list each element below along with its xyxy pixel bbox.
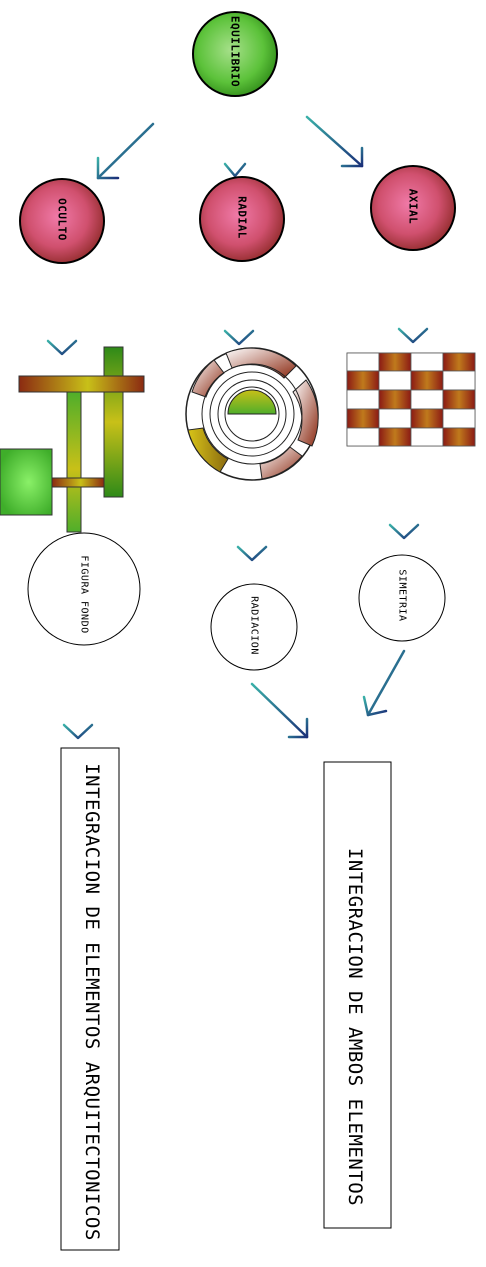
- label-figura-fondo: FIGURA FONDO: [78, 555, 90, 634]
- ring-segment-bottomright-brown: [259, 446, 303, 480]
- node-radiacion: [210, 583, 298, 671]
- figure-green-square: [0, 448, 53, 516]
- figure-horizontal-bar-bottom: [51, 477, 105, 488]
- arrow-radiation-figure-to-radiacion: [236, 484, 268, 562]
- figure-figura-fondo: [0, 346, 145, 533]
- node-equilibrio: [192, 11, 278, 97]
- node-axial: [370, 165, 456, 251]
- label-integracion-ambos: INTEGRACION DE AMBOS ELEMENTOS: [344, 847, 366, 1207]
- node-figura-fondo: [27, 532, 141, 646]
- node-oculto: [19, 178, 105, 264]
- label-axial: AXIAL: [406, 188, 420, 225]
- label-equilibrio: EQUILIBRIO: [228, 15, 242, 88]
- arrow-axial-to-figure: [397, 264, 429, 344]
- box-integracion-arquitectonicos: [60, 747, 120, 1251]
- arrow-figura-fondo-to-box: [62, 663, 94, 740]
- label-oculto: OCULTO: [55, 198, 69, 241]
- figure-vertical-bar-right: [103, 346, 124, 498]
- label-integracion-arquitectonicos: INTEGRACION DE ELEMENTOS ARQUITECTONICOS: [81, 763, 103, 1241]
- arrow-equilibrio-to-radial: [223, 96, 247, 178]
- label-radiacion: RADIACION: [248, 596, 260, 655]
- arrow-radial-to-figure: [223, 264, 255, 346]
- label-simetria: SIMETRIA: [396, 569, 408, 622]
- node-radial: [199, 176, 285, 262]
- arrow-oculto-to-figure: [46, 274, 78, 356]
- ring-segment-bottomleft-olive: [187, 427, 229, 473]
- figure-horizontal-bar-top: [18, 375, 145, 393]
- arrow-equilibrio-to-axial: [305, 115, 364, 168]
- arrow-equilibrio-to-oculto: [96, 122, 155, 180]
- arrow-simetria-to-box: [362, 649, 406, 717]
- node-simetria: [358, 554, 446, 642]
- ring-center-half: [227, 389, 277, 415]
- box-integracion-ambos: [323, 761, 392, 1229]
- label-radial: RADIAL: [235, 196, 249, 239]
- ring-segment-top-brown: [225, 347, 297, 379]
- figure-radiation: [185, 347, 319, 481]
- arrow-checker-to-simetria: [388, 464, 420, 540]
- figure-vertical-bar-left: [66, 391, 82, 533]
- arrow-radiacion-to-box: [250, 682, 309, 739]
- figure-checkerboard: [346, 352, 476, 447]
